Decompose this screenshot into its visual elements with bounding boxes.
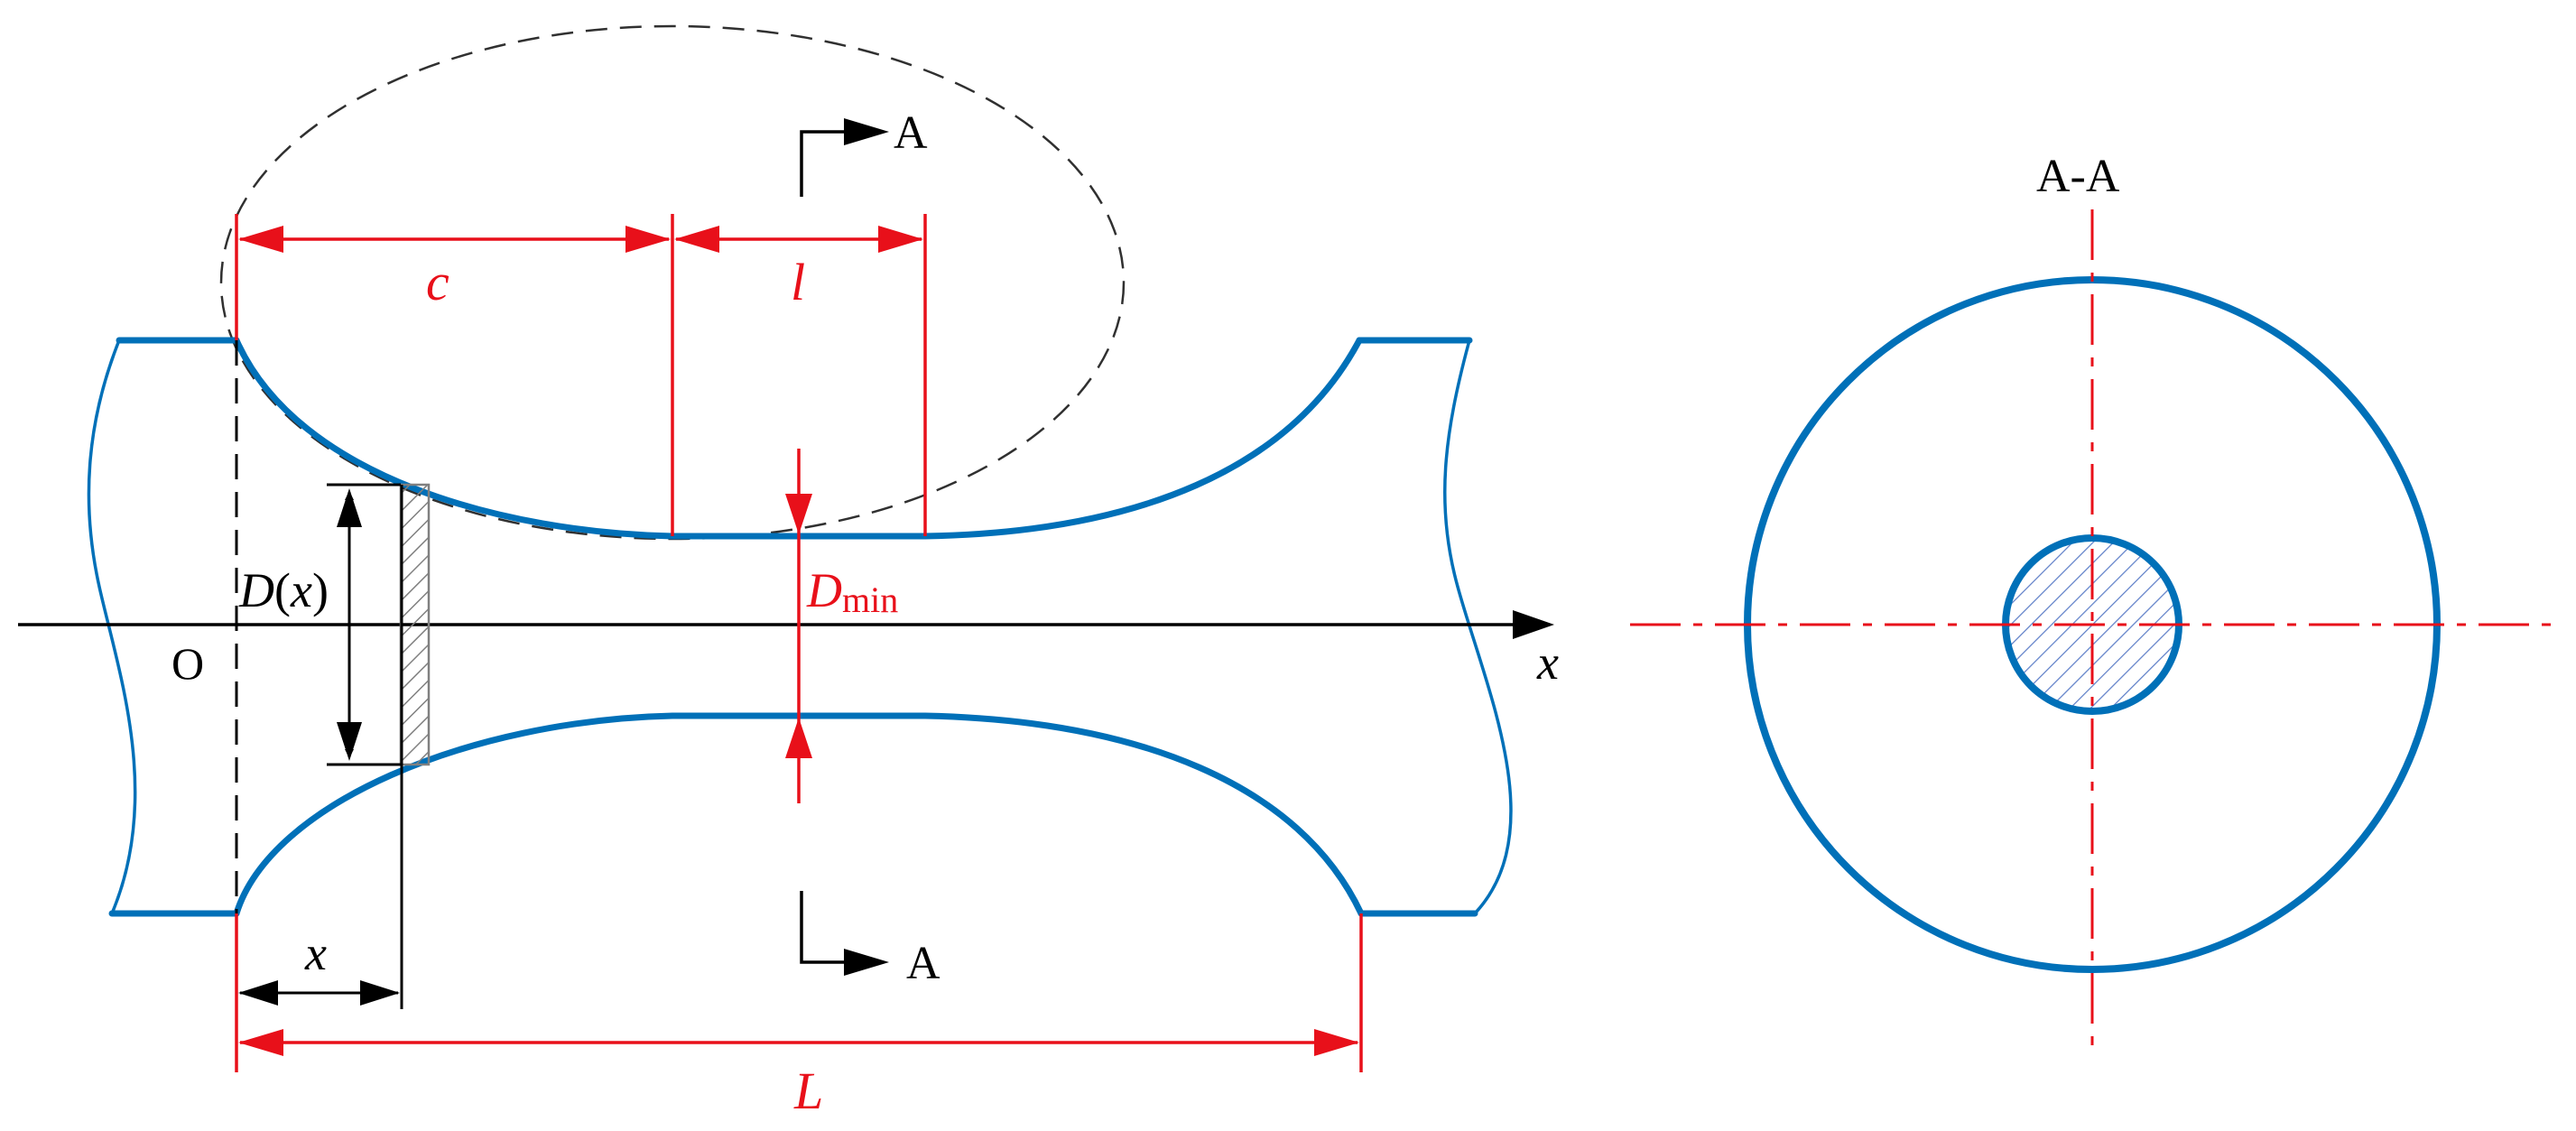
section-bottom-label: A: [906, 938, 941, 989]
x-axis-arrowhead: [1513, 610, 1554, 639]
section-marker-top: [800, 118, 889, 197]
d-x-arrow-top: [337, 488, 362, 527]
left-break-line: [87, 338, 137, 915]
c-label: c: [426, 253, 449, 311]
d-min-label: Dmin: [806, 563, 898, 620]
d-x-label: D(x): [238, 563, 329, 617]
x-dim-arrow-left: [238, 980, 278, 1006]
section-view-label: A-A: [2036, 151, 2120, 202]
right-break-line: [1442, 338, 1513, 915]
l-label: l: [791, 253, 805, 311]
section-top-label: A: [894, 107, 928, 159]
red-arrowheads: [238, 226, 1359, 1056]
x-axis-label: x: [1536, 635, 1559, 690]
origin-label: O: [171, 638, 204, 689]
L-label: L: [793, 1061, 823, 1120]
x-dim-label: x: [304, 926, 327, 980]
d-x-arrow-bottom: [337, 722, 362, 761]
hatched-slice: [399, 483, 431, 766]
section-marker-bottom: [800, 891, 889, 976]
x-dim-arrow-right: [360, 980, 400, 1006]
d-x-dimension: [327, 483, 403, 1009]
